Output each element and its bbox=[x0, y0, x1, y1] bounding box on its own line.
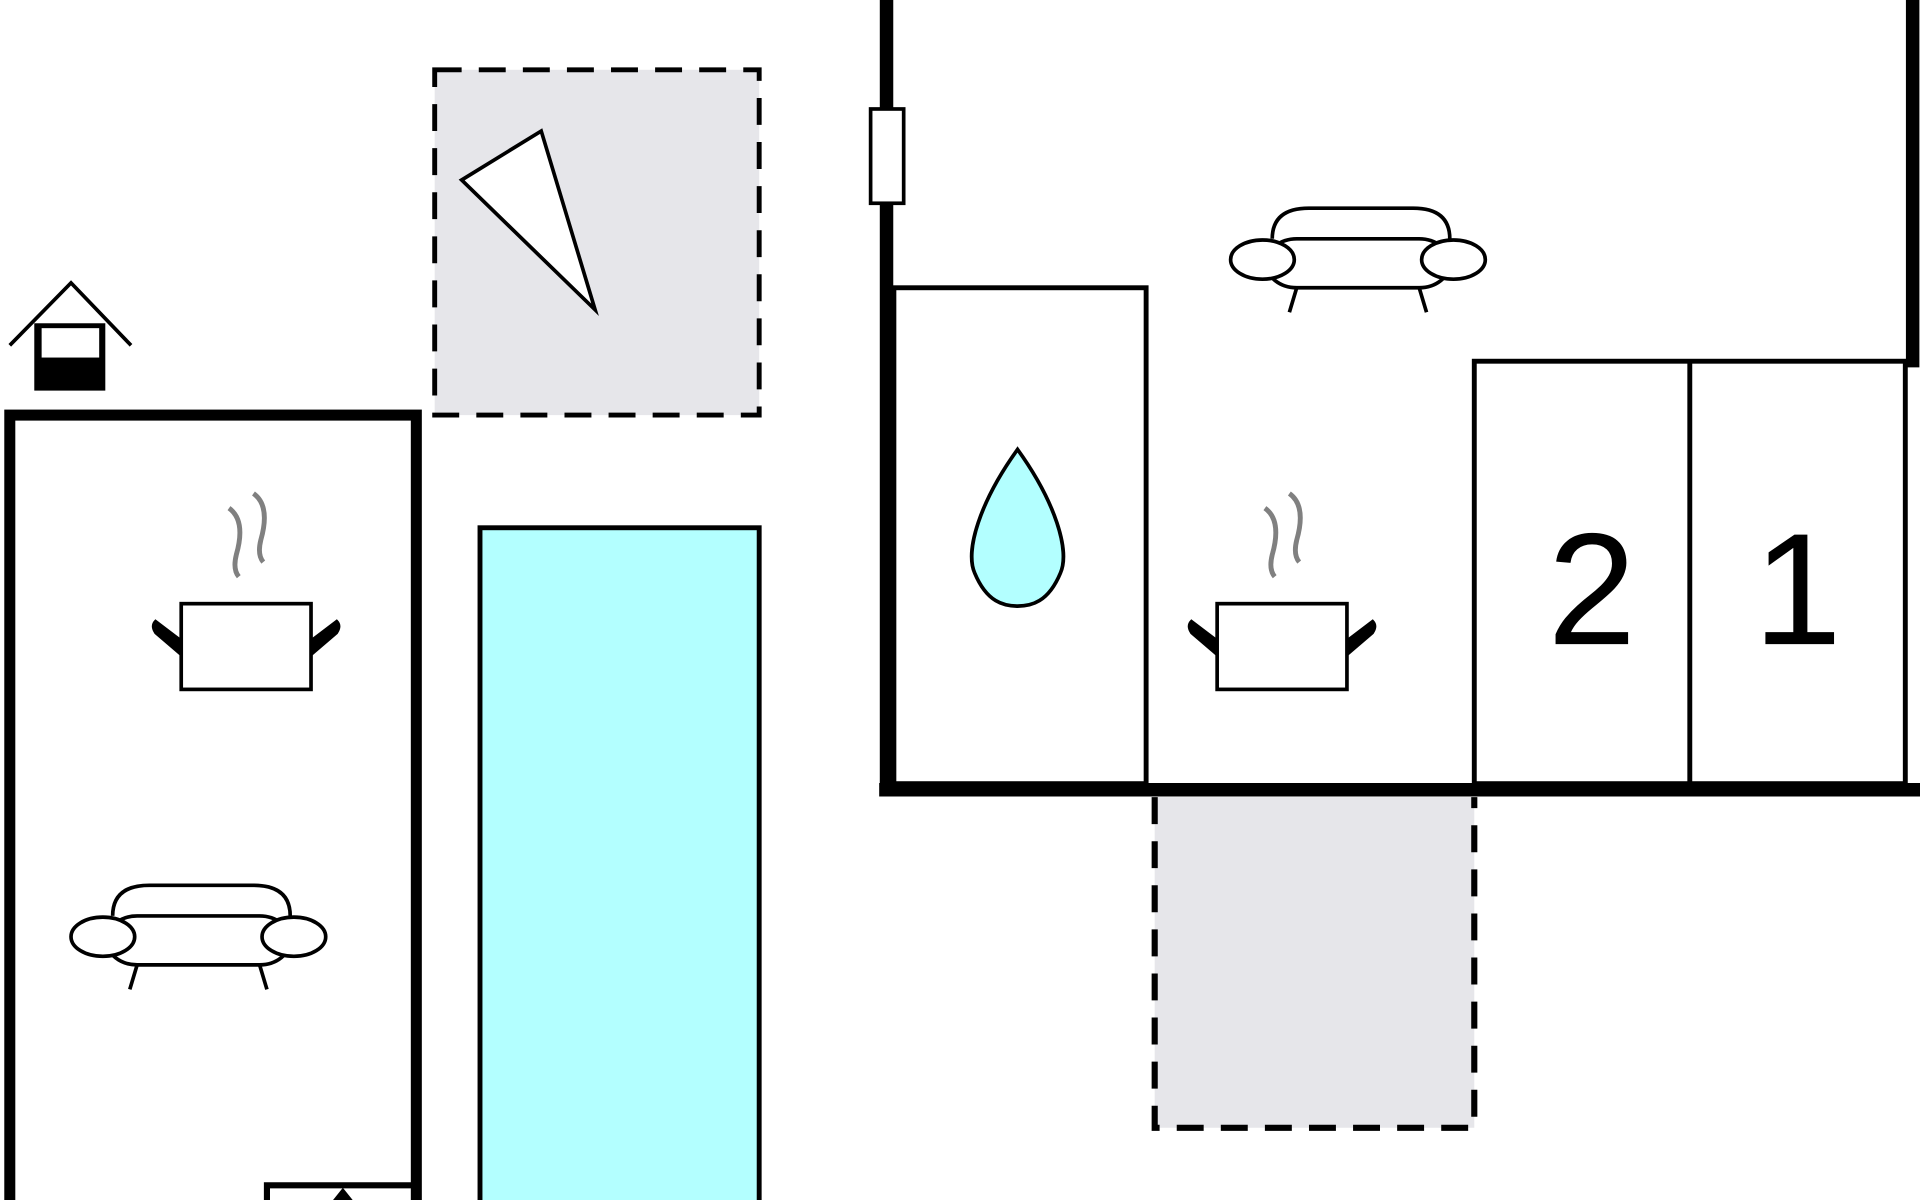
bedroom-label-2: 2 bbox=[1548, 500, 1637, 678]
kitchen-pot-icon bbox=[1189, 493, 1375, 689]
annex-walls bbox=[4, 409, 422, 1200]
bedroom-label-1: 1 bbox=[1753, 500, 1842, 678]
terrace-top bbox=[432, 67, 762, 418]
window bbox=[868, 107, 906, 206]
water-drop-icon bbox=[969, 446, 1066, 608]
terrace-bottom bbox=[1154, 797, 1475, 1128]
pool bbox=[477, 525, 762, 1200]
parasol-icon bbox=[458, 128, 599, 317]
sofa-icon bbox=[1228, 206, 1488, 315]
door-icon bbox=[263, 1182, 417, 1200]
outdoor-shower-icon bbox=[8, 280, 133, 391]
